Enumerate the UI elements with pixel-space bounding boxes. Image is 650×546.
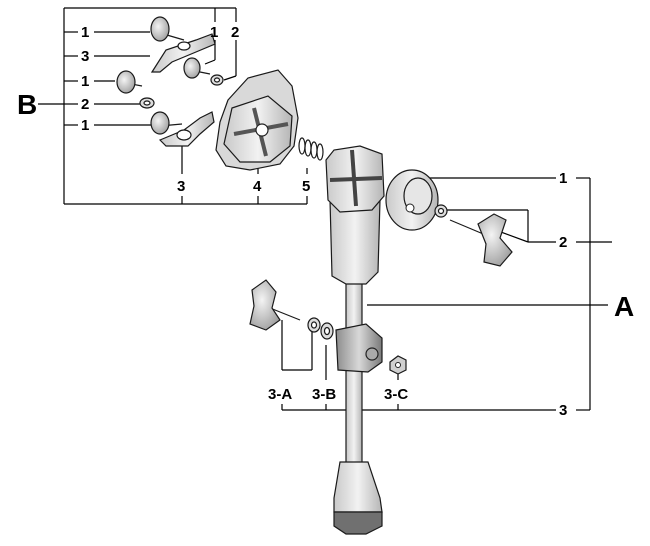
wing-knob-left: [249, 279, 301, 331]
group-a-parts: [249, 145, 513, 535]
clamp-housing: [215, 69, 299, 171]
label-b-1-top: 1: [81, 24, 89, 41]
group-b-leader-lines: [38, 7, 308, 205]
label-b-3-upper: 3: [81, 48, 89, 65]
label-b-1-low: 1: [81, 117, 89, 134]
bracket-plate-lower: [158, 111, 215, 147]
label-a-1: 1: [559, 170, 567, 187]
label-a-3a: 3-A: [268, 386, 292, 403]
label-b-5-bottom: 5: [302, 178, 310, 195]
label-b-2-mid: 2: [81, 96, 89, 113]
thumb-screw-right: [183, 57, 211, 79]
thumb-screw-top: [150, 16, 185, 42]
pole-foot: [333, 461, 383, 513]
thumb-screw-low: [150, 111, 183, 135]
callout-labels: B A 1 1 2 3 1 2 1 3 4 5 1 2 3 3-A 3-B 3-…: [17, 24, 634, 419]
label-b-3-bottom: 3: [177, 178, 185, 195]
label-b-1-top-right: 1: [210, 24, 218, 41]
group-b-parts: [116, 16, 324, 171]
pole-clamp-collar: [335, 323, 383, 373]
label-b-2-top-right: 2: [231, 24, 239, 41]
label-b-1-mid: 1: [81, 73, 89, 90]
label-a-3c: 3-C: [384, 386, 408, 403]
clamp-disc: [385, 169, 439, 231]
thumb-screw-mid: [116, 70, 143, 94]
bracket-plate-upper: [150, 33, 216, 73]
group-a-leader-lines: [281, 177, 612, 411]
label-a: A: [614, 291, 634, 322]
pole-head: [329, 199, 381, 285]
wing-knob-right: [449, 213, 513, 267]
label-a-2: 2: [559, 234, 567, 251]
label-b: B: [17, 89, 37, 120]
label-a-3b: 3-B: [312, 386, 336, 403]
label-a-3: 3: [559, 402, 567, 419]
spring: [298, 137, 324, 161]
label-b-4-bottom: 4: [253, 178, 262, 195]
